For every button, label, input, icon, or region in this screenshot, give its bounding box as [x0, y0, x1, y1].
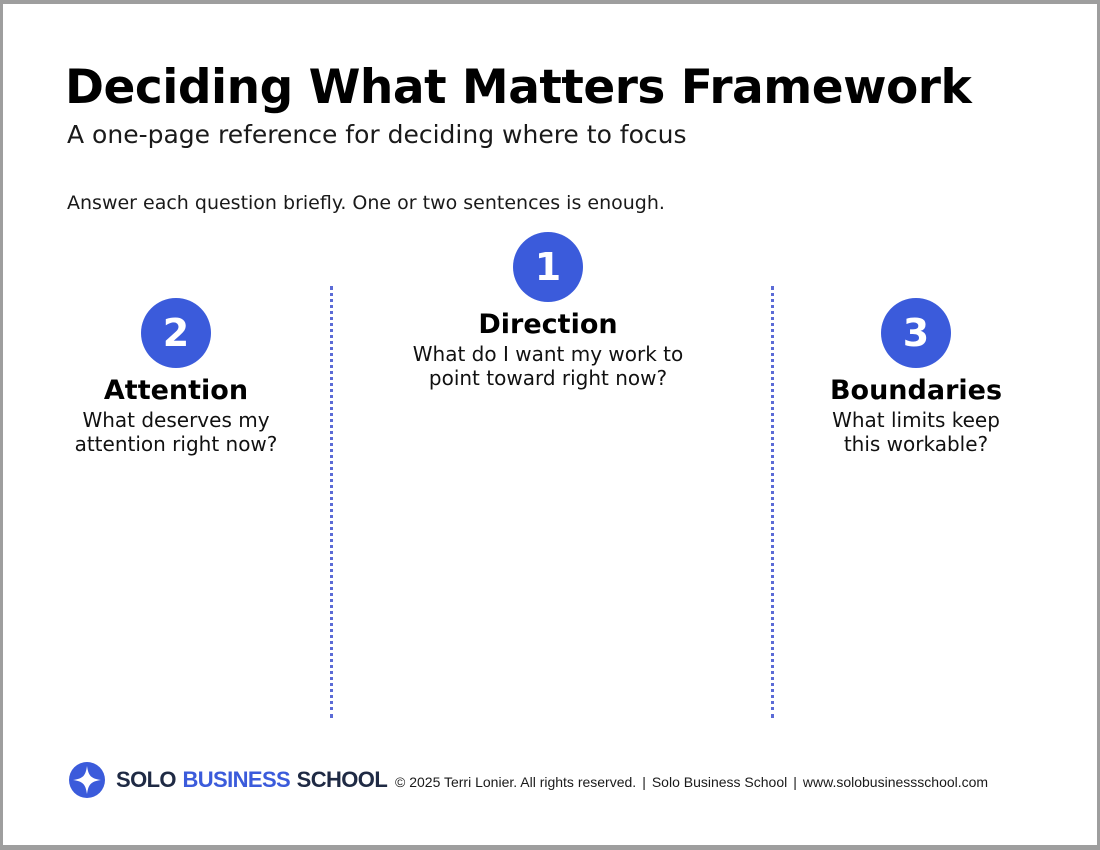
instructions-text: Answer each question briefly. One or two… [67, 192, 665, 214]
footer-brand: Solo Business School [651, 774, 788, 790]
logo-word-business: BUSINESS [182, 767, 291, 792]
logo-wordmark: SOLO BUSINESS SCHOOL [116, 767, 388, 793]
step-badge-2: 2 [141, 298, 211, 368]
boundaries-question: What limits keep this workable? [832, 408, 1000, 456]
direction-question: What do I want my work to point toward r… [412, 342, 684, 390]
direction-column: 1 Direction What do I want my work to po… [388, 232, 708, 390]
copyright-text: © 2025 Terri Lonier. All rights reserved… [395, 774, 637, 790]
four-point-star-icon [69, 762, 105, 798]
footer-website: www.solobusinessschool.com [802, 774, 989, 790]
page-title: Deciding What Matters Framework [65, 60, 972, 115]
solo-business-school-logo: SOLO BUSINESS SCHOOL [69, 762, 388, 798]
step-badge-1: 1 [513, 232, 583, 302]
logo-word-school: SCHOOL [296, 767, 388, 792]
page: Deciding What Matters Framework A one-pa… [3, 4, 1097, 845]
footer-separator: | [793, 774, 797, 790]
footer-separator: | [642, 774, 646, 790]
logo-word-solo: SOLO [116, 767, 177, 792]
boundaries-column: 3 Boundaries What limits keep this worka… [781, 298, 1051, 456]
step-badge-3: 3 [881, 298, 951, 368]
direction-title: Direction [478, 309, 618, 340]
footer-copyright-line: © 2025 Terri Lonier. All rights reserved… [395, 774, 988, 790]
attention-title: Attention [103, 375, 249, 406]
left-dotted-divider [330, 286, 333, 718]
attention-column: 2 Attention What deserves my attention r… [41, 298, 311, 456]
attention-question: What deserves my attention right now? [74, 408, 278, 456]
page-subtitle: A one-page reference for deciding where … [67, 120, 687, 149]
boundaries-title: Boundaries [829, 375, 1003, 406]
right-dotted-divider [771, 286, 774, 718]
